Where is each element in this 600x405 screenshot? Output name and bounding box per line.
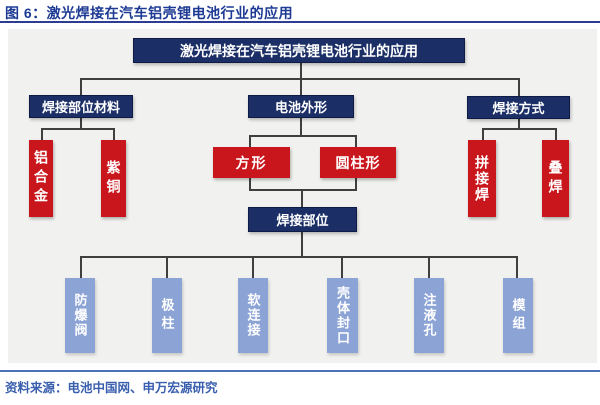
node-method-lap-weld: 叠焊 bbox=[542, 140, 569, 217]
node-materials-header: 焊接部位材料 bbox=[29, 95, 133, 118]
node-label: 软连接 bbox=[245, 293, 261, 338]
node-welding-parts-header: 焊接部位 bbox=[248, 207, 357, 232]
connector-method-stub-2 bbox=[555, 128, 557, 142]
connector-method-horizontal bbox=[482, 128, 557, 130]
node-label: 极柱 bbox=[159, 297, 175, 334]
node-method-splice-weld: 拼接焊 bbox=[468, 140, 496, 217]
connector-stub-materials bbox=[80, 78, 82, 96]
node-part-module: 模组 bbox=[503, 278, 533, 353]
node-material-copper: 紫铜 bbox=[101, 140, 126, 217]
title-underline bbox=[0, 21, 600, 23]
connector-parts-stub-5 bbox=[428, 256, 430, 279]
connector-materials-stub-2 bbox=[113, 128, 115, 142]
node-material-aluminum-alloy: 铝合金 bbox=[29, 140, 53, 217]
node-method-header: 焊接方式 bbox=[467, 96, 570, 119]
connector-parts-stub-4 bbox=[341, 256, 343, 279]
source-divider bbox=[0, 370, 600, 372]
connector-materials-stub-1 bbox=[41, 128, 43, 142]
connector-method-stem bbox=[518, 118, 520, 130]
figure-title: 图 6：激光焊接在汽车铝壳锂电池行业的应用 bbox=[5, 5, 294, 21]
connector-parts-stub-1 bbox=[80, 256, 82, 279]
node-label: 紫铜 bbox=[105, 159, 122, 198]
connector-parts-stem bbox=[301, 190, 303, 208]
node-label: 防爆阀 bbox=[72, 293, 88, 338]
connector-materials-horizontal bbox=[41, 128, 115, 130]
node-label: 注液孔 bbox=[421, 293, 437, 338]
node-label: 铝合金 bbox=[33, 150, 49, 207]
connector-parts-fanout-stem bbox=[301, 231, 303, 258]
connector-parts-stub-2 bbox=[166, 256, 168, 279]
node-part-pole-terminal: 极柱 bbox=[152, 278, 182, 353]
connector-parts-stub-6 bbox=[516, 256, 518, 279]
connector-root-stem bbox=[300, 62, 302, 79]
node-label: 叠焊 bbox=[547, 159, 564, 198]
source-text: 资料来源：电池中国网、申万宏源研究 bbox=[5, 381, 218, 395]
node-shape-prismatic: 方形 bbox=[213, 147, 290, 178]
connector-parts-stub-3 bbox=[252, 256, 254, 279]
node-part-soft-connection: 软连接 bbox=[238, 278, 268, 353]
connector-parts-horizontal bbox=[80, 256, 518, 258]
connector-method-stub-1 bbox=[482, 128, 484, 142]
node-root: 激光焊接在汽车铝壳锂电池行业的应用 bbox=[133, 38, 465, 63]
connector-shape-stem bbox=[300, 117, 302, 136]
node-part-injection-hole: 注液孔 bbox=[414, 278, 444, 353]
connector-stub-method bbox=[518, 78, 520, 97]
node-part-explosion-proof-valve: 防爆阀 bbox=[65, 278, 95, 353]
node-label: 壳体封口 bbox=[335, 285, 350, 346]
connector-stub-shape bbox=[300, 78, 302, 96]
node-shape-cylindrical: 圆柱形 bbox=[320, 147, 396, 178]
node-label: 拼接焊 bbox=[474, 154, 490, 203]
node-label: 模组 bbox=[510, 297, 526, 334]
node-part-shell-sealing: 壳体封口 bbox=[327, 278, 358, 353]
node-shape-header: 电池外形 bbox=[248, 95, 354, 118]
connector-materials-stem bbox=[80, 117, 82, 130]
